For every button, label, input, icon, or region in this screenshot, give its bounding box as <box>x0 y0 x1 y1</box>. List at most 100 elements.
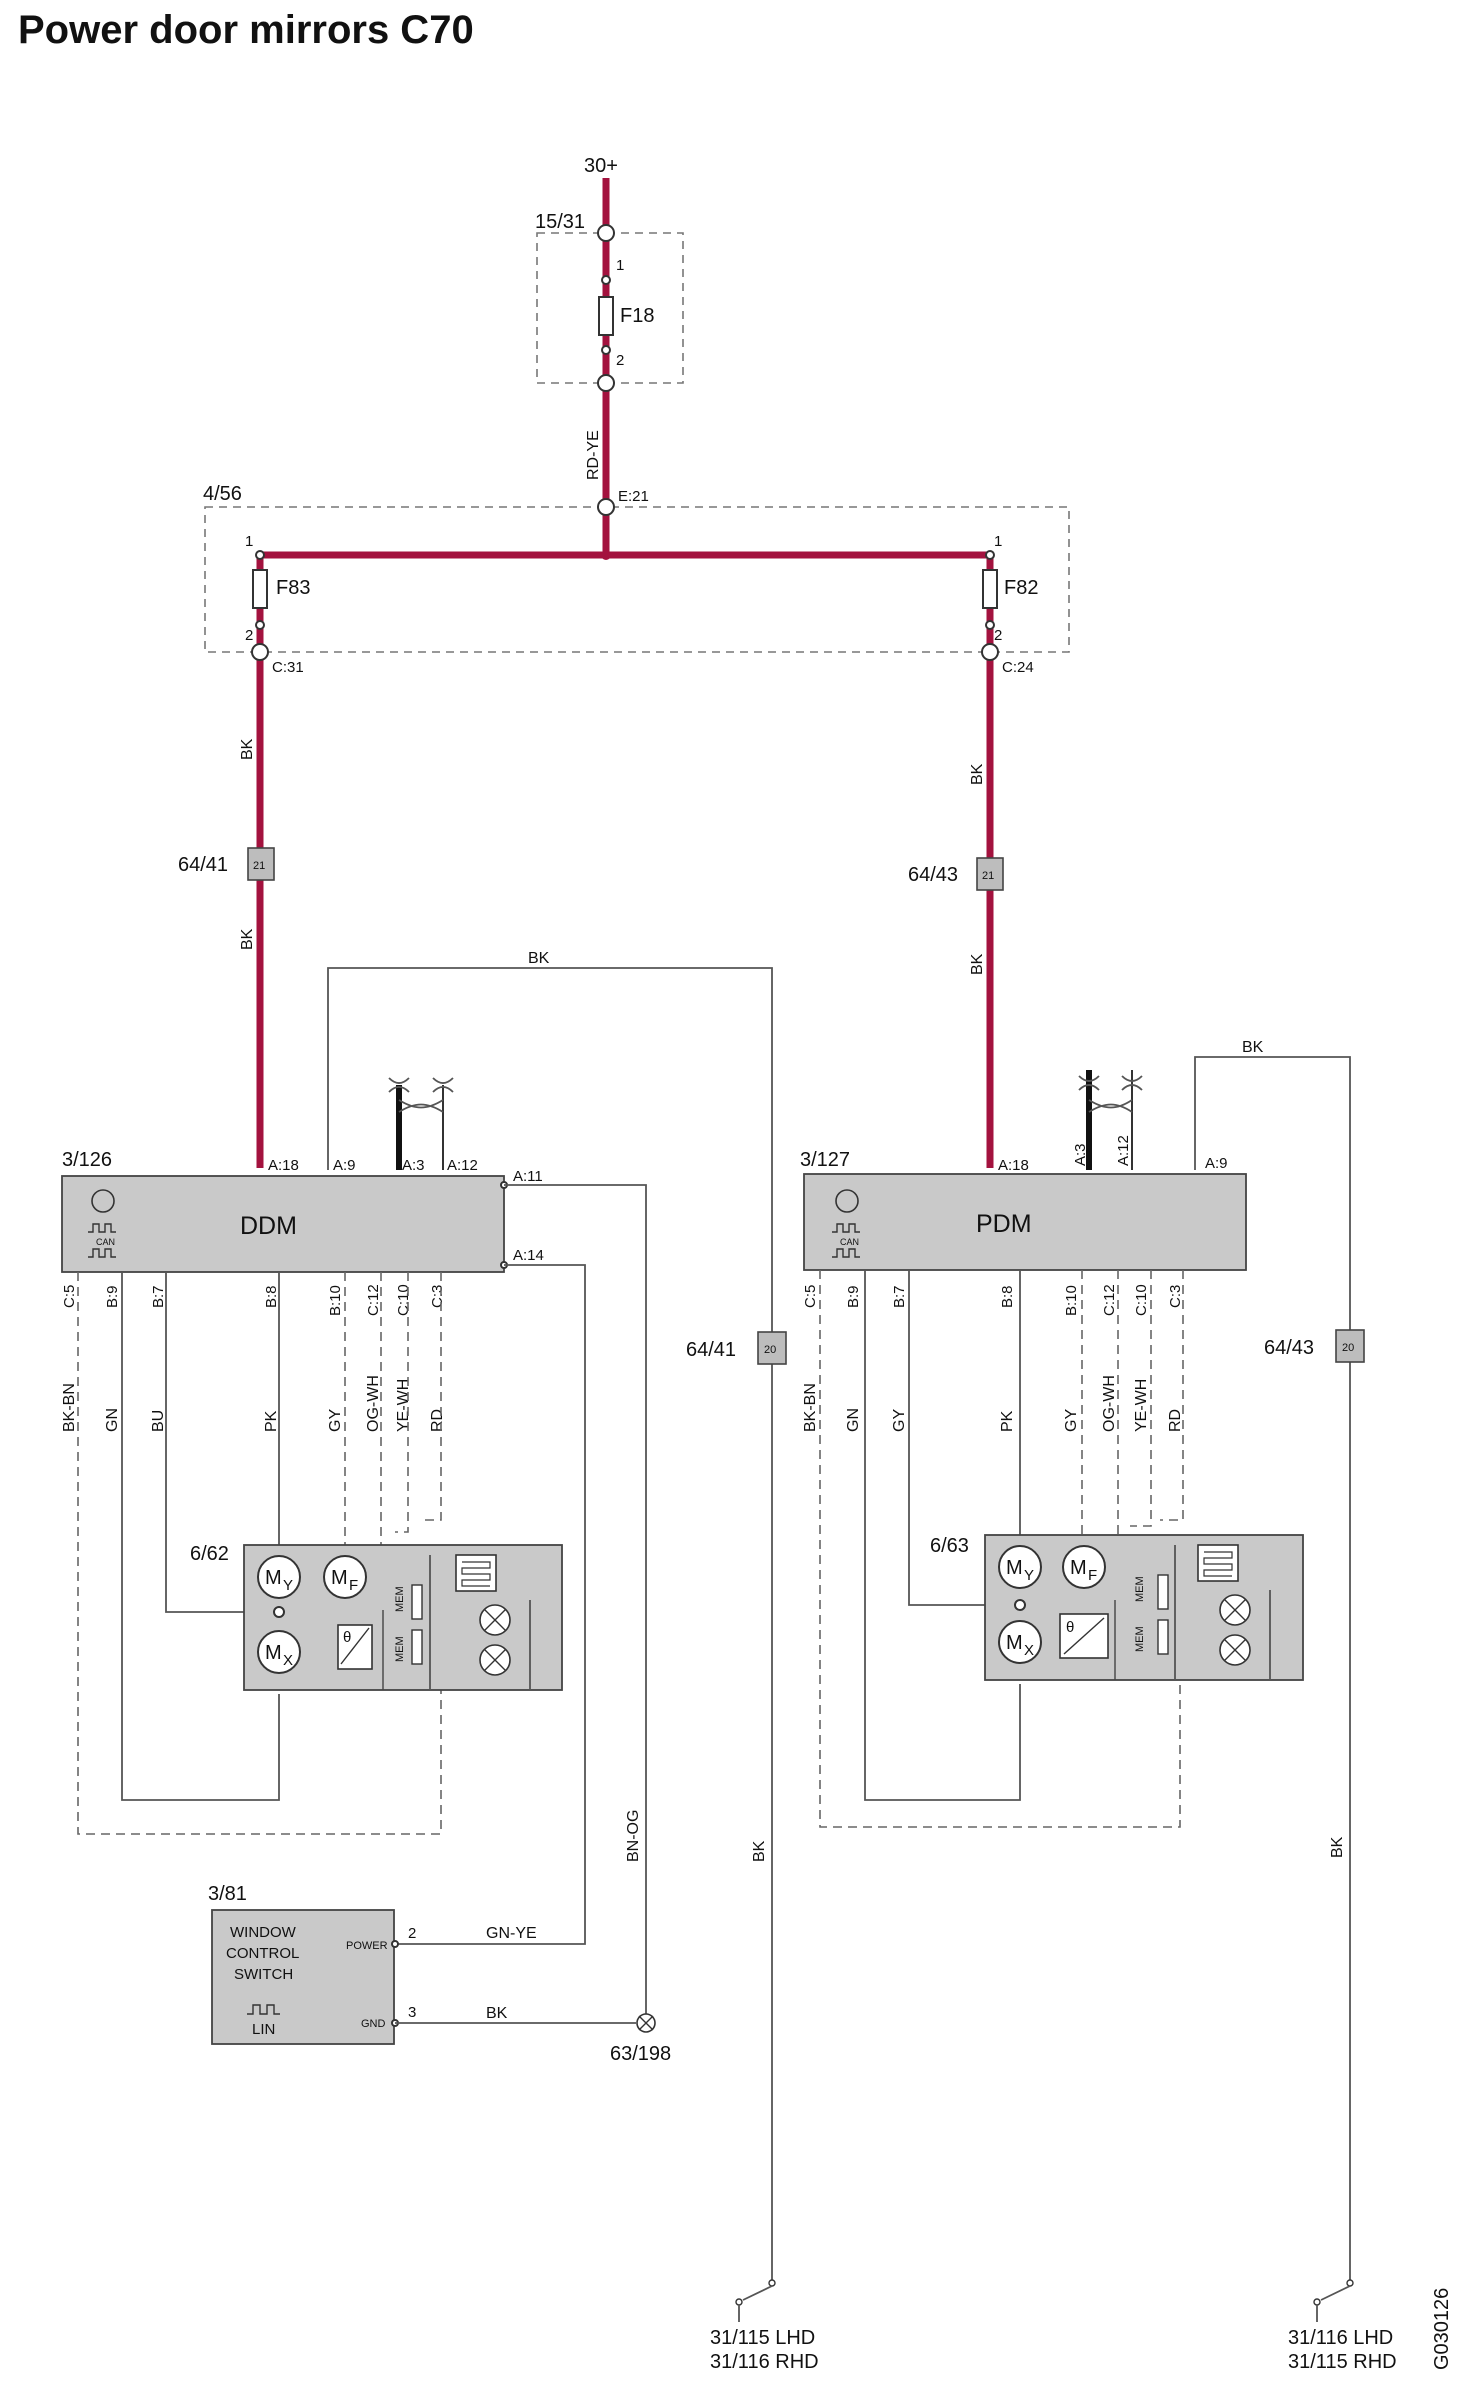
pdm-pin-b10: B:10 <box>1063 1285 1080 1316</box>
ground-right-line2: 31/115 RHD <box>1288 2351 1397 2373</box>
mem-label: MEM <box>1134 1626 1146 1652</box>
window-control-switch <box>211 1909 395 2045</box>
supply-label: 30+ <box>584 155 618 177</box>
connector-c31: C:31 <box>272 659 304 676</box>
terminal <box>251 643 269 661</box>
motor-m: M <box>1006 1632 1023 1654</box>
fuse-f82-label: F82 <box>1004 577 1038 599</box>
ddm-pin-c10: C:10 <box>395 1284 412 1316</box>
pin-dot <box>985 620 995 630</box>
heater-icon <box>455 1554 497 1592</box>
pdm-pin-c5: C:5 <box>802 1285 819 1308</box>
ddm-pin-c12: C:12 <box>365 1284 382 1316</box>
wire-color-bk-bn: BK-BN <box>61 1383 78 1432</box>
pdm-pin-a9: A:9 <box>1205 1155 1228 1172</box>
wire-color-gn: GN <box>845 1408 862 1432</box>
junction <box>601 550 611 560</box>
splice-id: 64/43 <box>1264 1337 1314 1359</box>
wire-color-gy: GY <box>891 1409 908 1432</box>
pdm-wire-colors: BK-BN GN GY PK GY OG-WH YE-WH RD <box>802 1375 1184 1432</box>
pdm-pin-c3: C:3 <box>1167 1285 1184 1308</box>
pin-dot <box>255 550 265 560</box>
wire-label-bk: BK <box>969 953 986 975</box>
diagram-title: Power door mirrors C70 <box>18 8 474 52</box>
connector-e21: E:21 <box>618 488 649 505</box>
can-icon <box>91 1189 115 1213</box>
window-switch-line1: WINDOW <box>230 1924 297 1941</box>
motor-m: M <box>1006 1557 1023 1579</box>
splice-id: 64/41 <box>686 1339 736 1361</box>
pdm-pin-b9: B:9 <box>845 1285 862 1308</box>
gnd-pin-number: 3 <box>408 2004 416 2021</box>
pin-dot <box>391 1940 399 1948</box>
ground-left-line1: 31/115 LHD <box>710 2327 815 2349</box>
pin-dot <box>601 345 611 355</box>
fuse-box-4-56-id: 4/56 <box>203 483 242 505</box>
fuse-f82-pin2: 2 <box>994 627 1002 644</box>
can-waveform-icon <box>832 1223 860 1233</box>
wire-color-og-wh: OG-WH <box>365 1375 382 1432</box>
pin-dot <box>601 275 611 285</box>
fuse-f82-pin1: 1 <box>994 533 1002 550</box>
mem-pot-x-icon <box>1157 1619 1169 1655</box>
splice-marker <box>1335 1329 1365 1363</box>
wire-label-bk: BK <box>751 1840 768 1862</box>
wire-label-bk: BK <box>1329 1836 1346 1858</box>
ddm-pin-a18: A:18 <box>268 1157 299 1174</box>
ddm-pin-a11: A:11 <box>513 1168 543 1185</box>
pdm-bottom-pins: C:5 B:9 B:7 B:8 B:10 C:12 C:10 C:3 <box>802 1284 1184 1316</box>
splice-id: 64/41 <box>178 854 228 876</box>
motor-y-icon <box>257 1555 301 1599</box>
ddm-pin-b7: B:7 <box>150 1285 167 1308</box>
fuse-f18-pin1: 1 <box>616 257 624 274</box>
pin-dot <box>985 550 995 560</box>
splice-marker <box>976 857 1004 891</box>
pdm-id: 3/127 <box>800 1149 850 1171</box>
connector-c24: C:24 <box>1002 659 1034 676</box>
wire-label-gn-ye: GN-YE <box>486 1925 537 1942</box>
wire-label-bk: BK <box>1242 1039 1264 1056</box>
motor-sub-x: X <box>283 1652 293 1669</box>
splice-number: 21 <box>982 870 994 882</box>
ddm-wire-colors: BK-BN GN BU PK GY OG-WH YE-WH RD <box>61 1375 446 1432</box>
wire-color-rd: RD <box>429 1409 446 1432</box>
ddm-pin-b9: B:9 <box>104 1285 121 1308</box>
ddm-bottom-pins: C:5 B:9 B:7 B:8 B:10 C:12 C:10 C:3 <box>61 1284 446 1316</box>
wire-color-rd: RD <box>1167 1409 1184 1432</box>
wire-color-og-wh: OG-WH <box>1101 1375 1118 1432</box>
fuse-f83-pin2: 2 <box>245 627 253 644</box>
fuse-box-4-56 <box>204 506 1070 653</box>
temp-sensor-symbol: θ <box>343 1629 351 1646</box>
motor-m: M <box>1070 1557 1087 1579</box>
pdm-pin-a12: A:12 <box>1115 1135 1132 1166</box>
motor-sub-y: Y <box>283 1577 293 1594</box>
terminal <box>597 374 615 392</box>
window-switch-id: 3/81 <box>208 1883 247 1905</box>
terminal <box>981 643 999 661</box>
fuse-f83-symbol <box>252 569 268 609</box>
terminal <box>597 224 615 242</box>
ddm-pin-b10: B:10 <box>327 1285 344 1316</box>
ground-left-line2: 31/116 RHD <box>710 2351 819 2373</box>
can-label: CAN <box>840 1237 859 1247</box>
splice-marker <box>757 1331 787 1365</box>
figure-id: G030126 <box>1431 2288 1453 2370</box>
power-pin-number: 2 <box>408 1925 416 1942</box>
motor-x-icon <box>998 1620 1042 1664</box>
ground-right-line1: 31/116 LHD <box>1288 2327 1393 2349</box>
ddm-pin-a12: A:12 <box>447 1157 478 1174</box>
ddm-mirror-wiring <box>77 1272 442 1835</box>
ddm-id: 3/126 <box>62 1149 112 1171</box>
mem-pot-y-icon <box>411 1584 423 1620</box>
can-waveform-icon <box>88 1248 116 1258</box>
wire-color-bu: BU <box>150 1410 167 1432</box>
pdm-pin-c10: C:10 <box>1133 1284 1150 1316</box>
pdm-pin-b8: B:8 <box>999 1285 1016 1308</box>
terminal <box>597 498 615 516</box>
pin-dot <box>255 620 265 630</box>
pdm-pin-a3: A:3 <box>1072 1143 1089 1166</box>
wire-label-bk: BK <box>239 928 256 950</box>
fuse-f82-symbol <box>982 569 998 609</box>
wire-label-bk: BK <box>486 2005 508 2022</box>
wire-color-ye-wh: YE-WH <box>395 1379 412 1432</box>
